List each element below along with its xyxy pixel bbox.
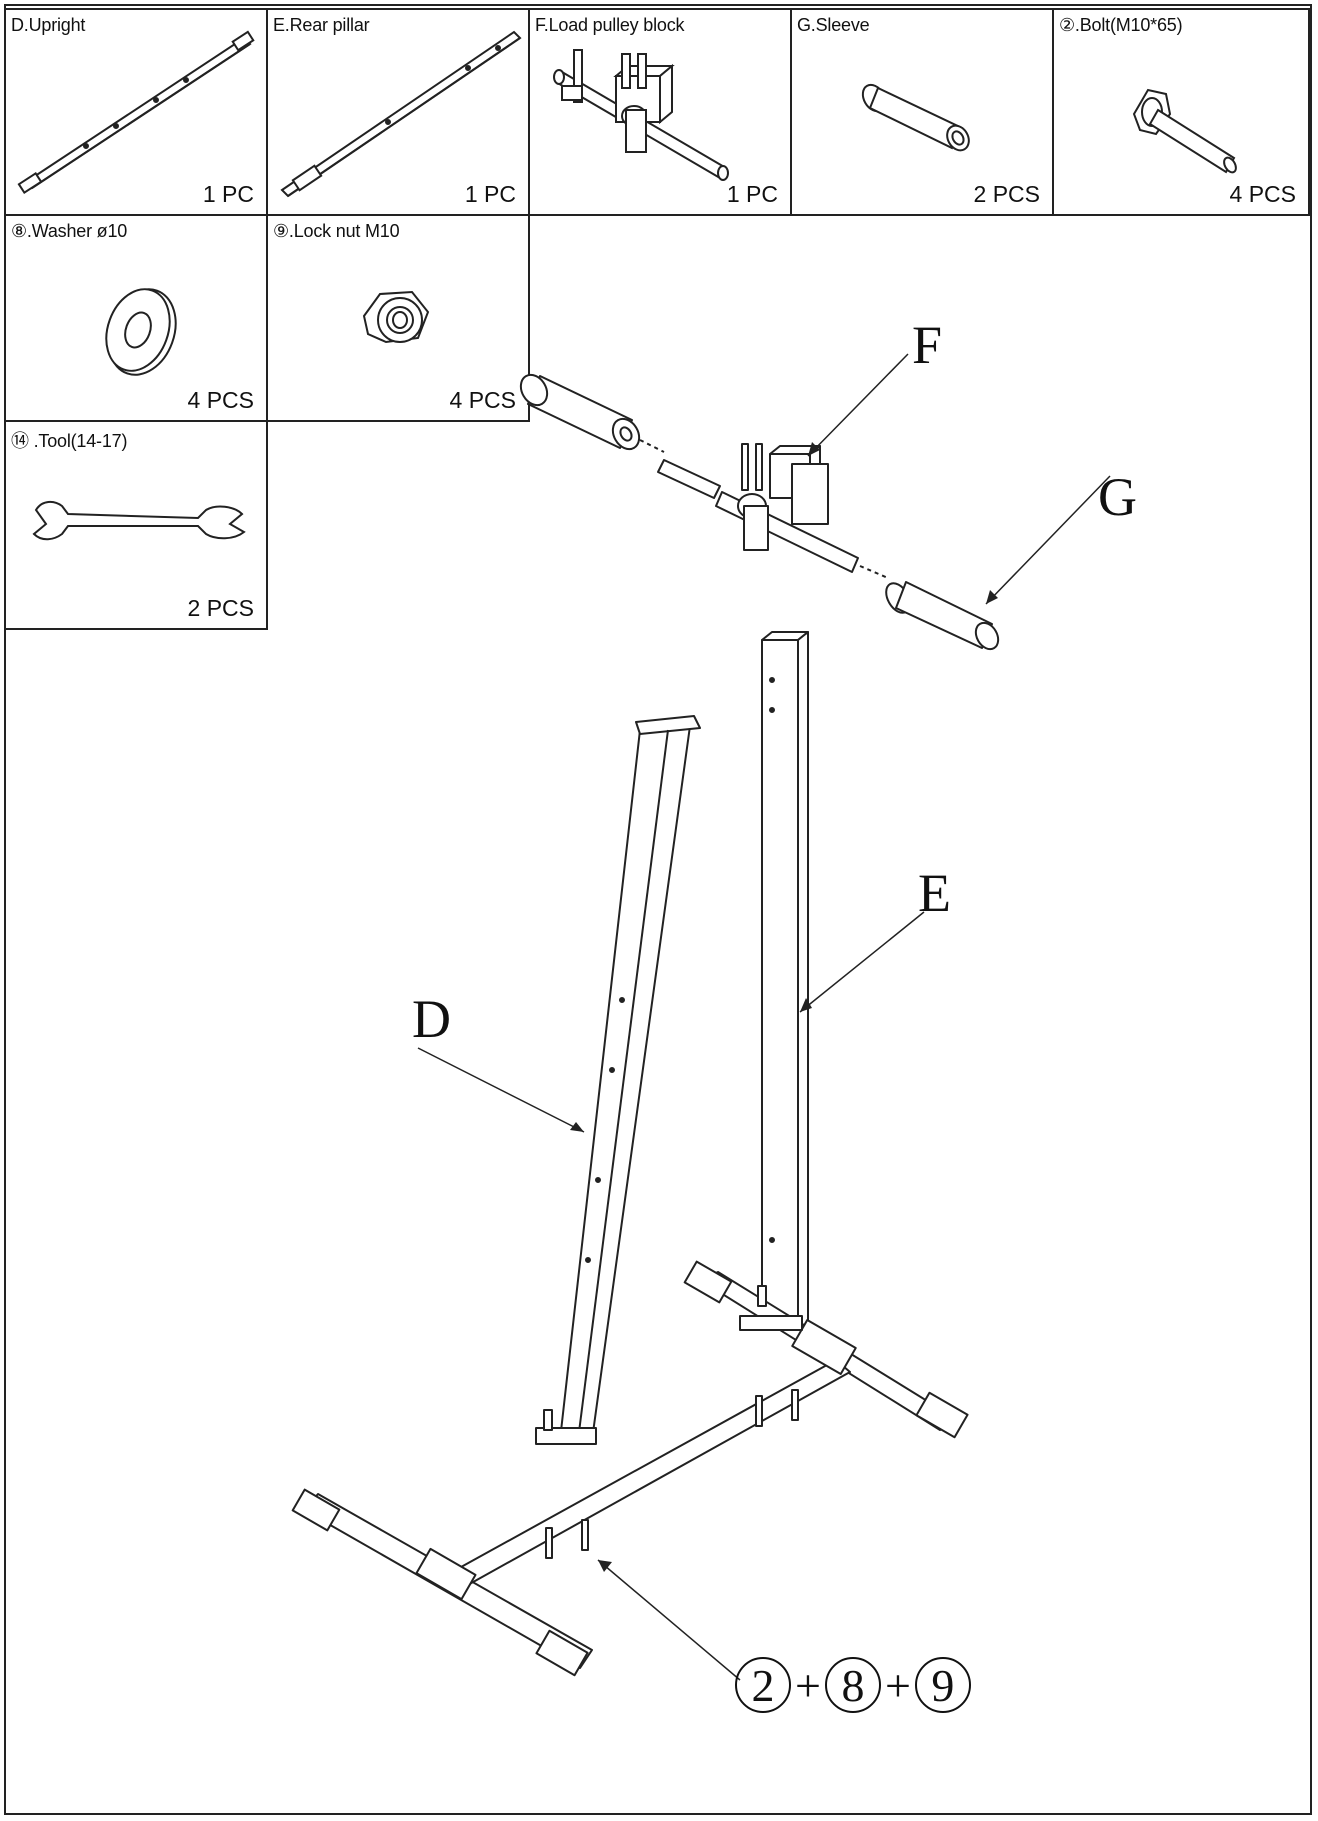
part-label: ②.Bolt(M10*65) (1059, 15, 1183, 35)
sleeve-right (885, 581, 1000, 651)
bar-left-end (657, 459, 721, 499)
bolts (543, 1285, 799, 1559)
part-quantity: 1 PC (202, 181, 254, 207)
washer-icon (105, 288, 177, 376)
part-label: ⑧.Washer ø10 (11, 221, 128, 241)
sleeve-left (519, 373, 641, 451)
callout-e: E (918, 863, 951, 923)
callout-d: D (412, 989, 451, 1049)
part-cell-bolt: ②.Bolt(M10*65) 4 PCS (1052, 8, 1310, 216)
part-label: F.Load pulley block (535, 15, 685, 35)
part-quantity: 1 PC (464, 181, 516, 207)
wrench-icon (32, 500, 246, 541)
load-pulley-block-icon (553, 49, 729, 181)
part-quantity: 4 PCS (449, 387, 516, 413)
part-quantity: 4 PCS (1229, 181, 1296, 207)
plus-sign: + (884, 1659, 911, 1711)
part-label: D.Upright (11, 15, 86, 35)
page-border (4, 4, 1312, 1815)
hardware-number-bolt: 2 (735, 1657, 791, 1713)
part-quantity: 2 PCS (187, 595, 254, 621)
part-cell-tool: ⑭ .Tool(14-17) 2 PCS (4, 420, 268, 630)
part-cell-rear-pillar: E.Rear pillar 1 PC (266, 8, 530, 216)
plus-sign: + (795, 1659, 821, 1711)
rear-pillar-assembled (761, 631, 809, 1331)
lock-nut-icon (362, 290, 430, 344)
part-cell-washer: ⑧.Washer ø10 4 PCS (4, 214, 268, 422)
hardware-number-lock-nut: 9 (914, 1657, 971, 1713)
leader-arrowheads (570, 442, 998, 1572)
part-cell-sleeve: G.Sleeve 2 PCS (790, 8, 1054, 216)
hardware-number-washer: 8 (824, 1657, 881, 1713)
bolt-icon (1132, 88, 1237, 174)
part-quantity: 4 PCS (187, 387, 254, 413)
part-quantity: 1 PC (726, 181, 778, 207)
part-cell-load-pulley-block: F.Load pulley block 1 PC (528, 8, 792, 216)
leader-lines (417, 353, 1111, 1681)
sleeve-icon (861, 83, 970, 152)
rear-pillar-icon (280, 30, 522, 198)
part-label: ⑭ .Tool(14-17) (11, 431, 128, 451)
upright-assembled (559, 715, 701, 1441)
base-frame (291, 1260, 969, 1677)
callout-f: F (912, 315, 943, 375)
load-pulley-block (715, 443, 859, 573)
part-label: ⑨.Lock nut M10 (273, 221, 400, 241)
part-label: G.Sleeve (797, 15, 870, 35)
part-cell-lock-nut: ⑨.Lock nut M10 4 PCS (266, 214, 530, 422)
callout-g: G (1098, 467, 1137, 527)
part-label: E.Rear pillar (273, 15, 370, 35)
part-quantity: 2 PCS (973, 181, 1040, 207)
hardware-formula: 2 + 8 + 9 (735, 1650, 971, 1720)
upright-bar-icon (17, 30, 255, 195)
